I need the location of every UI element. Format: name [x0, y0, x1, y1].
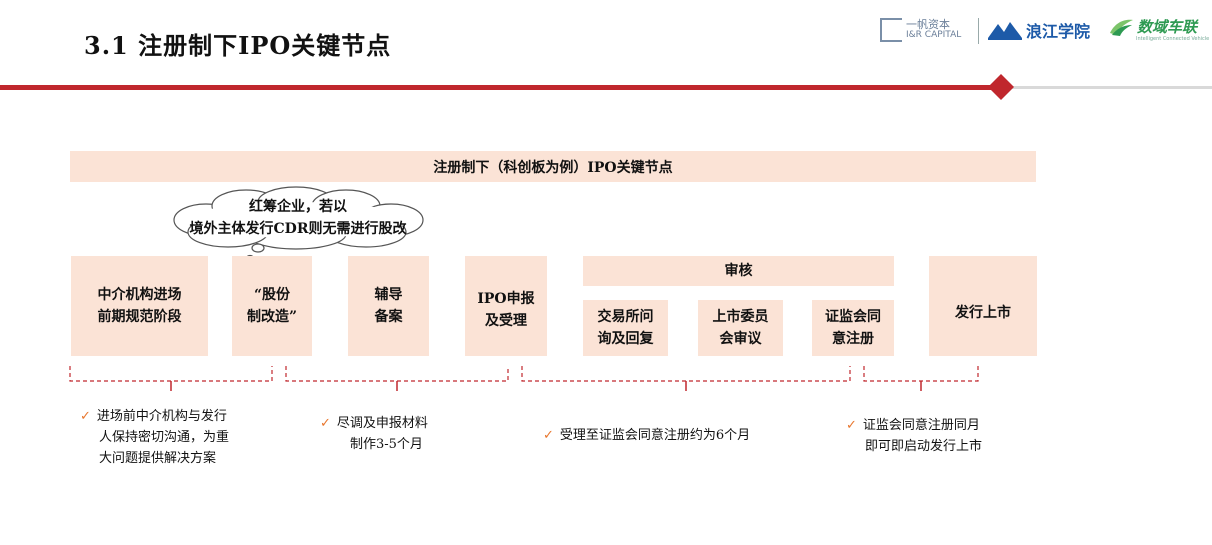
- stage-review-header: 审核: [583, 256, 894, 286]
- review-committee-line1: 上市委员: [712, 309, 769, 325]
- capital-logo-en: I&R CAPITAL: [906, 30, 962, 40]
- stage-intermediary-line1: 中介机构进场: [97, 287, 182, 303]
- stage-ipo-application: IPO申报及受理: [465, 256, 547, 356]
- note-phase1: ✓ 进场前中介机构与发行 人保持密切沟通，为重 大问题提供解决方案: [80, 406, 229, 469]
- note-phase3-line1: 受理至证监会同意注册约为6个月: [559, 428, 751, 443]
- note-phase2-line1: 尽调及申报材料: [336, 416, 428, 431]
- callout-cloud: [173, 186, 424, 262]
- review-csrc-line1: 证监会同: [825, 309, 881, 325]
- capital-logo: 一帆资本 I&R CAPITAL: [880, 18, 961, 42]
- note-phase4: ✓ 证监会同意注册同月 即可即启动发行上市: [846, 415, 982, 457]
- leaf-swoosh-icon: [1110, 19, 1133, 36]
- callout-line1: 红筹企业，若以: [249, 199, 347, 215]
- review-csrc-line2: 意注册: [832, 331, 874, 347]
- page-title: 3.1 注册制下IPO关键节点: [84, 31, 392, 60]
- diagram-header: 注册制下（科创板为例）IPO关键节点: [70, 151, 1036, 182]
- review-exchange-line1: 交易所问: [597, 309, 654, 325]
- academy-logo: 浪江学院: [988, 18, 1090, 42]
- stage-ipo-line1: IPO申报: [477, 291, 535, 307]
- bracket-phase2: [285, 366, 509, 382]
- stage-share-reform: “股份制改造”: [232, 256, 312, 356]
- check-icon: ✓: [80, 409, 91, 424]
- note-phase3: ✓ 受理至证监会同意注册约为6个月: [543, 425, 750, 446]
- stage-tutoring-filing: 辅导备案: [348, 256, 429, 356]
- title-divider: [0, 85, 1212, 90]
- note-phase2-line2: 制作3-5个月: [350, 437, 423, 452]
- note-phase4-line2: 即可即启动发行上市: [865, 439, 983, 454]
- stage-share-reform-line1: “股份: [253, 287, 291, 303]
- note-phase1-line3: 大问题提供解决方案: [99, 451, 217, 466]
- stage-ipo-line2: 及受理: [485, 313, 527, 329]
- capital-mark-icon: [880, 18, 902, 42]
- note-phase4-line1: 证监会同意注册同月: [862, 418, 980, 433]
- review-listing-committee: 上市委员会审议: [698, 300, 783, 356]
- bracket-phase4: [863, 366, 979, 382]
- union-logo-name: 数域车联: [1137, 18, 1198, 36]
- divider-diamond-icon: [988, 74, 1014, 100]
- note-phase2: ✓ 尽调及申报材料 制作3-5个月: [320, 413, 428, 455]
- review-csrc-registration: 证监会同意注册: [812, 300, 894, 356]
- review-exchange-line2: 询及回复: [597, 331, 654, 347]
- stage-intermediary-entry: 中介机构进场前期规范阶段: [71, 256, 208, 356]
- review-committee-line2: 会审议: [719, 331, 762, 347]
- check-icon: ✓: [320, 416, 331, 431]
- check-icon: ✓: [543, 428, 554, 443]
- check-icon: ✓: [846, 418, 857, 433]
- stage-tutoring-line2: 备案: [374, 309, 403, 325]
- logo-separator: [978, 18, 979, 44]
- logo-bar: 一帆资本 I&R CAPITAL 浪江学院 数域车联 Intelligent C…: [880, 14, 1209, 48]
- capital-logo-cn: 一帆资本: [906, 18, 950, 31]
- bracket-phase3: [521, 366, 851, 382]
- stage-tutoring-line1: 辅导: [374, 287, 403, 303]
- academy-logo-name: 浪江学院: [1026, 22, 1091, 41]
- union-logo-sub: Intelligent Connected Vehicle: [1136, 36, 1210, 42]
- callout-line2: 境外主体发行CDR则无需进行股改: [189, 221, 407, 237]
- mountain-icon: [988, 22, 1022, 40]
- stage-issuance-listing: 发行上市: [929, 256, 1037, 356]
- stage-share-reform-line2: 制改造”: [246, 309, 298, 325]
- note-phase1-line1: 进场前中介机构与发行: [96, 409, 227, 424]
- bracket-phase1: [69, 366, 273, 382]
- union-logo: 数域车联 Intelligent Connected Vehicle: [1108, 16, 1209, 42]
- note-phase1-line2: 人保持密切沟通，为重: [99, 430, 230, 445]
- callout-text: 红筹企业，若以 境外主体发行CDR则无需进行股改: [160, 196, 436, 240]
- stage-intermediary-line2: 前期规范阶段: [97, 309, 182, 325]
- review-exchange-inquiry: 交易所问询及回复: [583, 300, 668, 356]
